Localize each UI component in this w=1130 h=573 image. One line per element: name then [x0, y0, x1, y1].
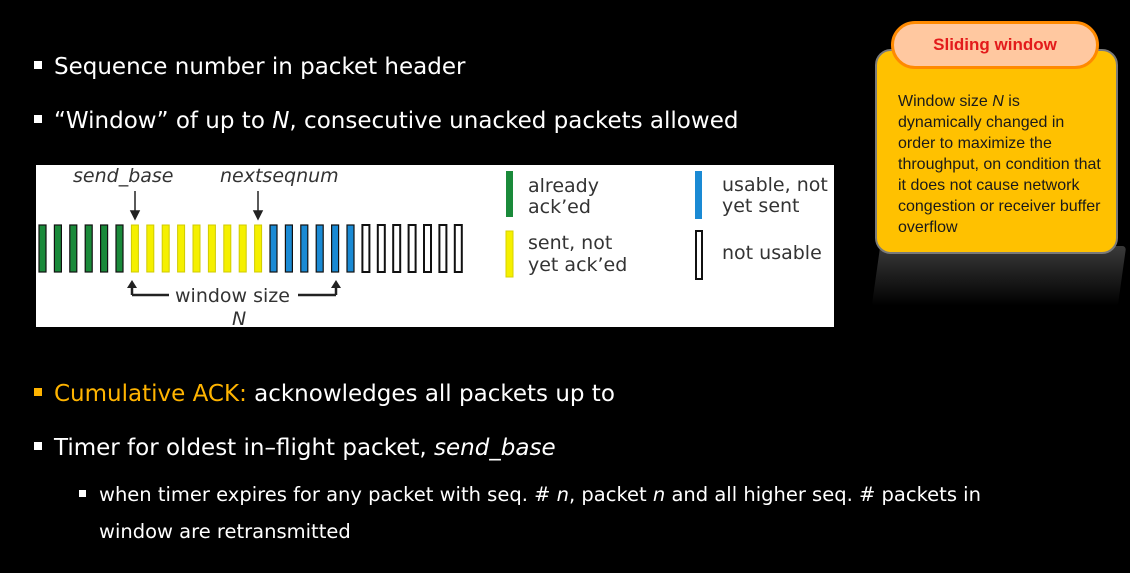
send-base-label: send_base	[73, 165, 173, 187]
callout-text-post: is dynamically changed in order to maxim…	[898, 93, 1101, 236]
legend-usable-line2: yet sent	[722, 195, 800, 217]
packet-not-usable	[392, 224, 402, 273]
legend-swatch-acked	[506, 171, 513, 217]
packet-usable-not-sent	[346, 224, 355, 273]
bullet-var-send-base: send_base	[434, 435, 556, 461]
legend-not-usable: not usable	[722, 242, 822, 264]
sub-text-2: , packet	[569, 483, 653, 506]
bullet-text: Timer for oldest in–flight packet,	[54, 435, 434, 461]
packet-sent-not-acked	[254, 224, 263, 273]
callout-text-pre: Window size	[898, 93, 993, 110]
nextseqnum-arrow	[252, 191, 264, 221]
bullet-cumulative-ack: Cumulative ACK: acknowledges all packets…	[34, 379, 615, 409]
sub-text-1: when timer expires for any packet with s…	[99, 483, 557, 506]
packet-sent-not-acked	[238, 224, 247, 273]
bullet-timer: Timer for oldest in–flight packet, send_…	[34, 433, 556, 463]
window-size-bracket	[127, 280, 341, 297]
sub-var-n2: n	[652, 483, 666, 506]
packet-acked	[115, 224, 124, 273]
packet-sent-not-acked	[192, 224, 201, 273]
packet-not-usable	[361, 224, 371, 273]
bullet-sequence-number: Sequence number in packet header	[34, 52, 466, 82]
legend-swatch-not-usable	[695, 230, 703, 280]
sub-bullet-retransmit: when timer expires for any packet with s…	[79, 476, 1019, 550]
packet-acked	[84, 224, 93, 273]
window-size-var: N	[232, 308, 246, 327]
packet-sent-not-acked	[207, 224, 216, 273]
packet-acked	[99, 224, 109, 273]
window-size-label: window size	[175, 285, 290, 307]
bullet-text-pre: “Window” of up to	[54, 108, 273, 134]
packet-not-usable	[423, 224, 432, 273]
callout-text: Window size N is dynamically changed in …	[898, 91, 1103, 238]
callout-var-n: N	[992, 93, 1004, 110]
packet-acked	[53, 224, 62, 273]
packet-usable-not-sent	[284, 224, 293, 273]
packet-usable-not-sent	[269, 224, 278, 273]
legend-acked-line2: ack’ed	[528, 196, 591, 218]
packet-row	[38, 224, 463, 273]
nextseqnum-label: nextseqnum	[220, 165, 339, 187]
bullet-marker	[34, 61, 42, 69]
bullet-text-post: , consecutive unacked packets allowed	[289, 108, 739, 134]
send-base-arrow	[129, 191, 141, 221]
packet-sent-not-acked	[223, 224, 232, 273]
legend-swatch-sent	[505, 230, 514, 278]
callout-title: Sliding window	[891, 21, 1099, 69]
packet-not-usable	[407, 224, 417, 273]
legend-swatch-usable	[695, 171, 702, 219]
packet-usable-not-sent	[300, 224, 309, 273]
packet-usable-not-sent	[331, 224, 340, 273]
packet-sent-not-acked	[161, 224, 170, 273]
sliding-window-diagram: send_base nextseqnum window size N alrea…	[36, 165, 834, 327]
bullet-var-n: N	[272, 108, 290, 134]
legend-sent-line1: sent, not	[528, 232, 612, 254]
cumulative-ack-colon: :	[239, 381, 247, 407]
sub-text-3: and all higher seq. # packets in window …	[99, 483, 981, 543]
packet-sent-not-acked	[130, 224, 139, 273]
bullet-marker	[34, 115, 42, 123]
packet-usable-not-sent	[315, 224, 324, 273]
bullet-window: “Window” of up to N, consecutive unacked…	[34, 106, 739, 136]
legend-acked-line1: already	[528, 175, 599, 197]
legend-usable-line1: usable, not	[722, 174, 828, 196]
cumulative-ack-term: Cumulative ACK	[54, 381, 240, 407]
bullet-marker	[34, 442, 42, 450]
packet-acked	[38, 224, 47, 273]
bullet-text: acknowledges all packets up to	[246, 381, 615, 407]
packet-sent-not-acked	[146, 224, 155, 273]
callout-shadow	[871, 246, 1127, 306]
legend-sent-line2: yet ack’ed	[528, 254, 627, 276]
packet-not-usable	[453, 224, 463, 273]
packet-not-usable	[438, 224, 448, 273]
packet-not-usable	[376, 224, 386, 273]
packet-sent-not-acked	[177, 224, 186, 273]
bullet-marker	[34, 388, 42, 396]
sub-bullet-marker	[79, 490, 86, 497]
packet-acked	[69, 224, 78, 273]
bullet-text: Sequence number in packet header	[54, 54, 466, 80]
sliding-window-callout	[875, 49, 1118, 254]
sub-var-n1: n	[556, 483, 570, 506]
